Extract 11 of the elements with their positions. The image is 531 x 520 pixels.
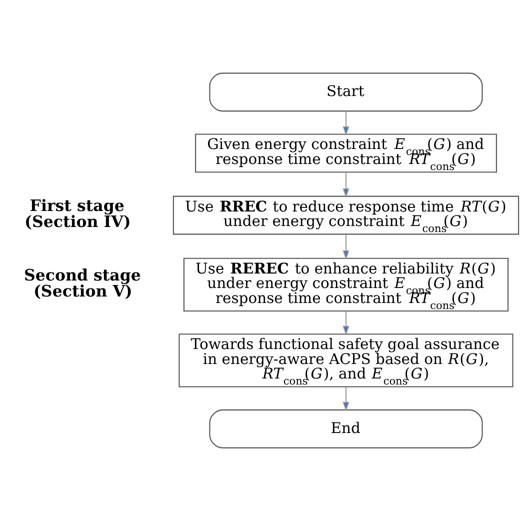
- node-box: End: [209, 408, 483, 448]
- arrow: [342, 234, 350, 260]
- node-label: First stage (Section IV): [24, 196, 131, 230]
- node-box: Start: [209, 72, 483, 112]
- arrow: [342, 310, 350, 335]
- arrow: [342, 386, 350, 411]
- node-box: Towards functional safety goal assurance in energy-aware ACPS based on R(G), RT$_{cons}$(G), and E$_{cons}$(G): [178, 333, 514, 387]
- node-box: Use RREC to reduce response time RT(G) under energy constraint E$_{cons}$(G): [172, 195, 520, 234]
- arrow: [342, 172, 350, 198]
- node-label: Second stage (Section V): [24, 264, 141, 300]
- arrow: [342, 110, 350, 136]
